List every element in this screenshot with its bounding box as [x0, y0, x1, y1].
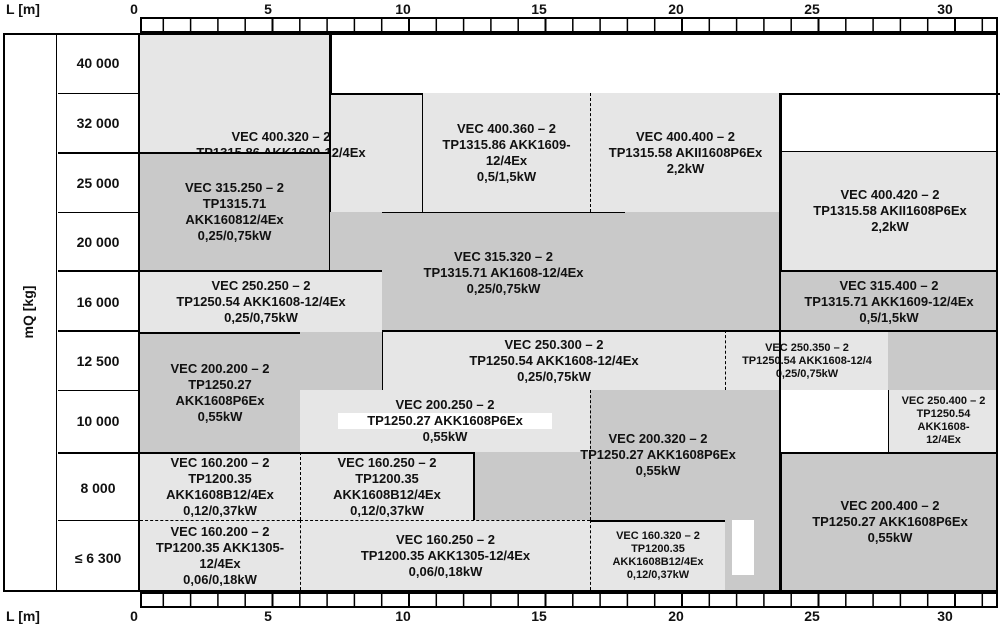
- row-sep-4: [58, 270, 140, 272]
- x-tick-25-bottom: 25: [804, 608, 820, 624]
- row-label-8000: 8 000: [80, 480, 116, 496]
- row-label-6300: ≤ 6 300: [74, 550, 122, 566]
- ruler-top: [140, 17, 998, 33]
- x-tick-0-bottom: 0: [130, 608, 138, 624]
- x-tick-20-bottom: 20: [668, 608, 684, 624]
- row-label-32000: 32 000: [76, 115, 120, 131]
- row-sep-7: [58, 452, 140, 454]
- ruler-bottom: [140, 592, 998, 608]
- x-tick-30-bottom: 30: [937, 608, 953, 624]
- bg-dark-region-d: [475, 452, 590, 520]
- row-label-40000: 40 000: [76, 55, 120, 71]
- row-sep-1: [58, 93, 140, 94]
- bg-white-region-a: [732, 520, 754, 575]
- cell-empty-32000: [780, 93, 998, 153]
- x-tick-20-top: 20: [668, 1, 684, 17]
- x-tick-10-top: 10: [395, 1, 411, 17]
- cell-vec-200-250: VEC 200.250 – 2 TP1250.27 AKK1608P6Ex 0,…: [300, 390, 590, 452]
- line-780: [779, 93, 781, 590]
- bg-dark-region-b: [625, 212, 780, 332]
- row-label-16000: 16 000: [76, 294, 120, 310]
- row-sep-2: [58, 152, 140, 154]
- cell-filler-12500-right: [888, 330, 998, 392]
- cell-empty-40000: [330, 33, 1000, 95]
- x-tick-25-top: 25: [804, 1, 820, 17]
- x-tick-15-bottom: 15: [531, 608, 547, 624]
- row-label-12500: 12 500: [76, 353, 120, 369]
- row-sep-3: [58, 212, 140, 213]
- col-sep-58: [56, 33, 57, 590]
- chart-frame: [3, 33, 998, 592]
- x-tick-0-top: 0: [130, 1, 138, 17]
- row-sep-8: [58, 520, 140, 521]
- x-axis-title-bottom: L [m]: [6, 608, 40, 624]
- x-tick-30-top: 30: [937, 1, 953, 17]
- row-label-10000: 10 000: [76, 413, 120, 429]
- x-tick-5-bottom: 5: [264, 608, 272, 624]
- x-axis-title-top: L [m]: [6, 1, 40, 17]
- row-label-25000: 25 000: [76, 175, 120, 191]
- col-sep-label: [138, 33, 140, 590]
- bg-dark-region-c: [300, 332, 382, 390]
- ruler-top-ticks: [162, 19, 984, 33]
- ruler-bottom-ticks: [162, 594, 984, 608]
- row-sep-6: [58, 390, 140, 391]
- row-label-20000: 20 000: [76, 234, 120, 250]
- x-tick-15-top: 15: [531, 1, 547, 17]
- row-sep-5: [58, 330, 140, 332]
- x-tick-10-bottom: 10: [395, 608, 411, 624]
- x-tick-5-top: 5: [264, 1, 272, 17]
- line-330-top: [329, 33, 331, 212]
